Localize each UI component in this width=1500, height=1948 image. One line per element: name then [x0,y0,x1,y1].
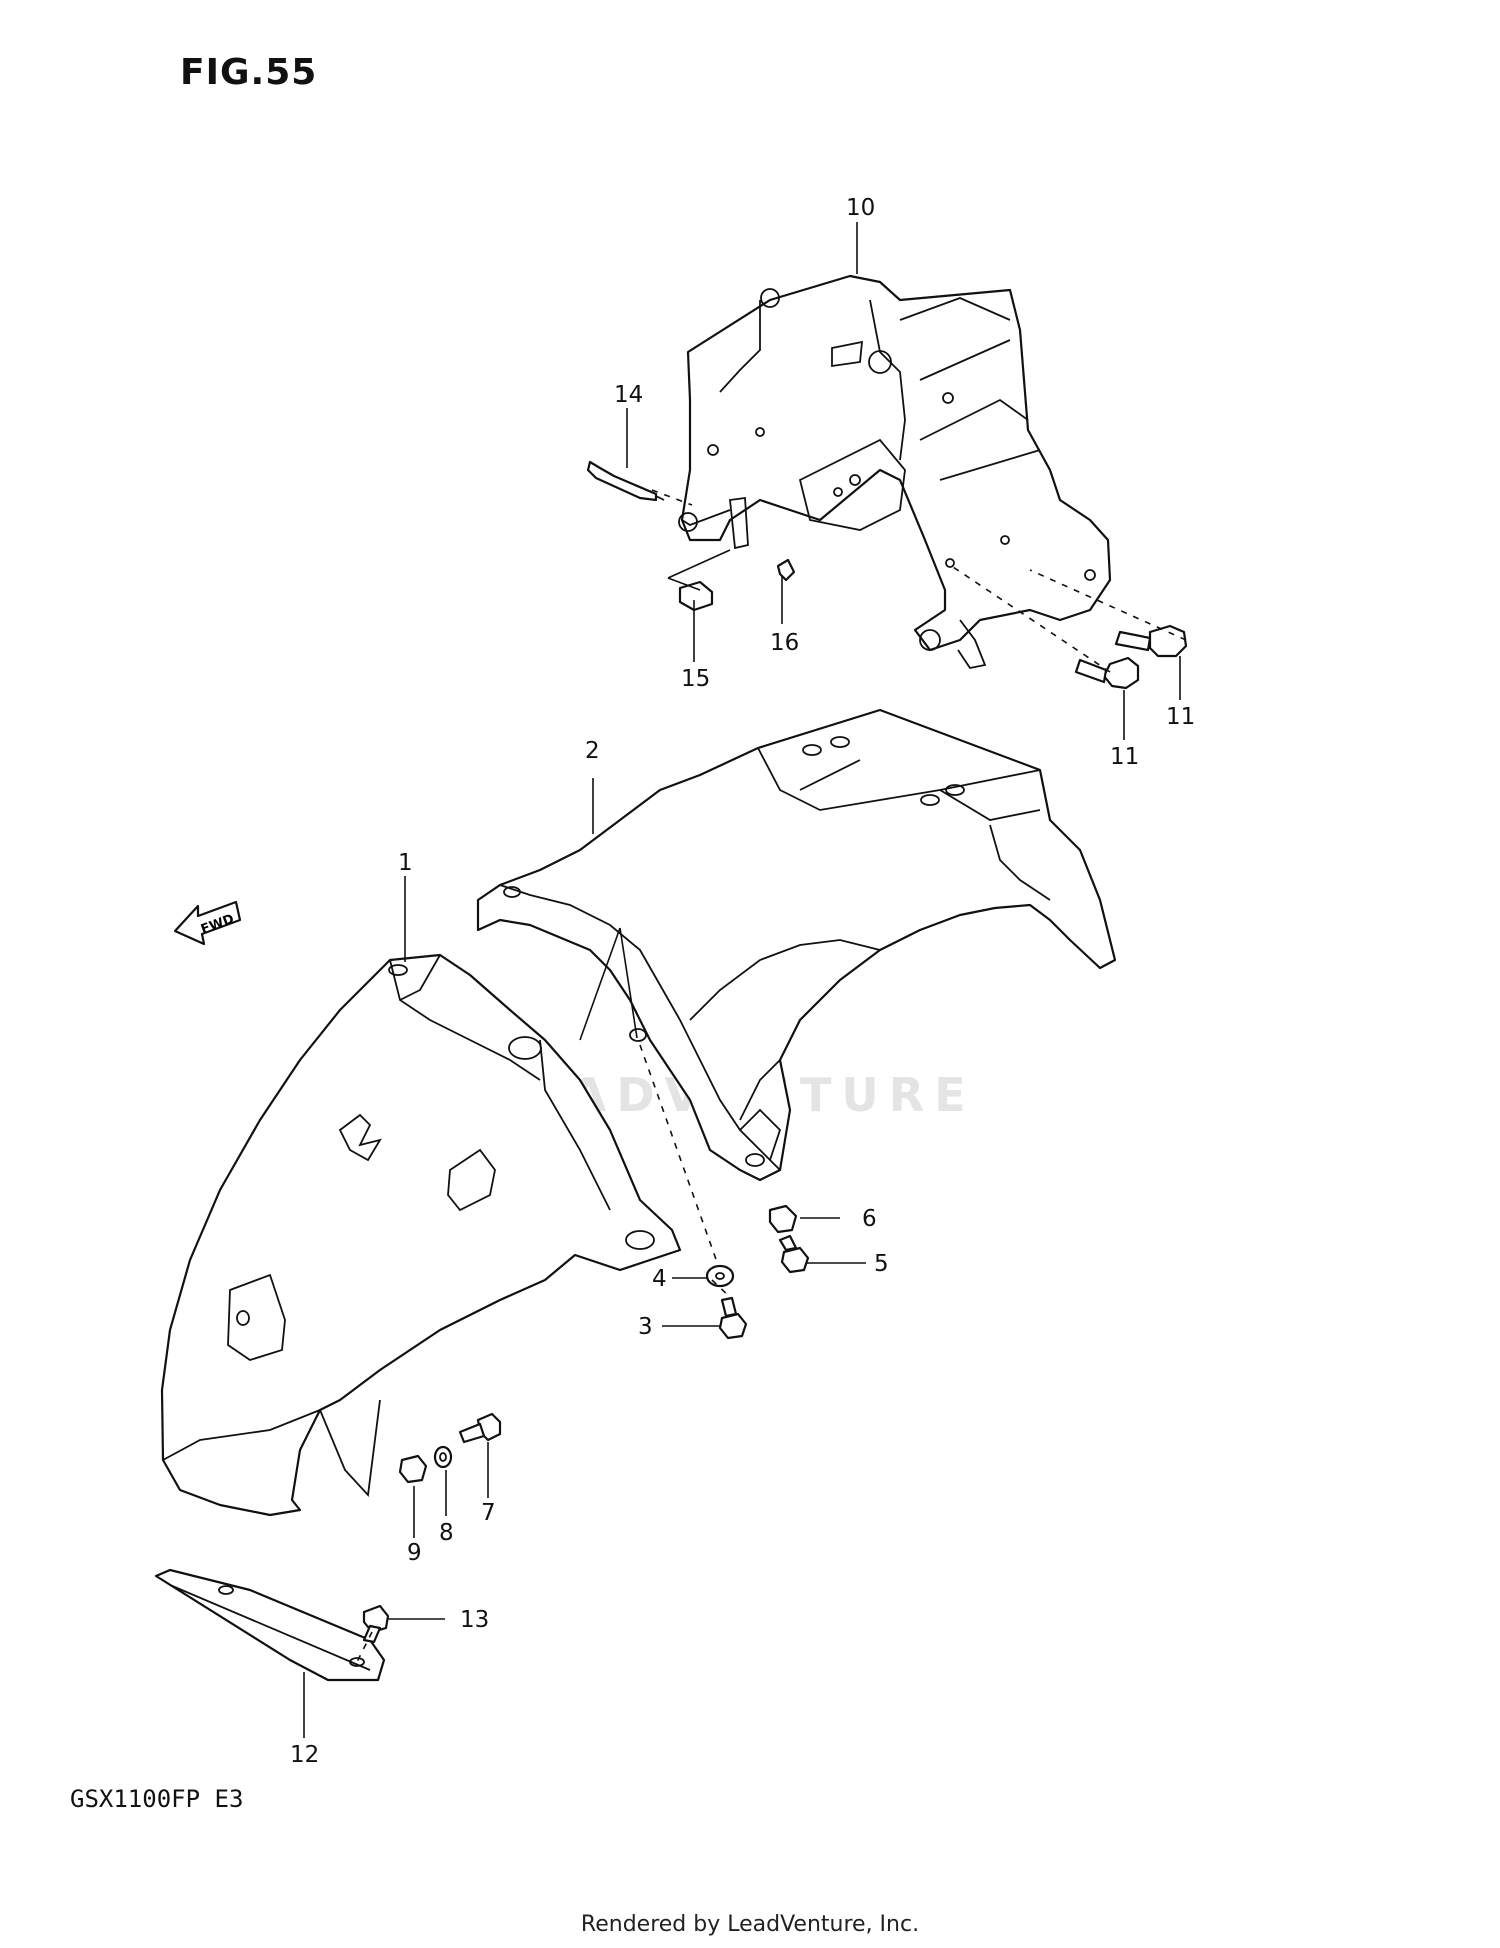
part-8-washer [433,1445,453,1469]
callout-3: 3 [638,1314,653,1340]
figure-title: FIG.55 [180,52,318,93]
callout-4: 4 [652,1266,667,1292]
callout-14: 14 [614,382,643,408]
part-10-bracket [678,274,1112,670]
callout-13: 13 [460,1607,489,1633]
part-11-bolt-b [1074,656,1140,690]
part-9-nut [398,1454,428,1484]
part-4-washer [705,1264,735,1288]
fwd-arrow-icon: FWD [173,900,242,946]
footer-credit: Rendered by LeadVenture, Inc. [580,1912,920,1937]
part-16-clip [776,558,796,582]
part-11-bolt-a [1114,624,1188,658]
part-2-rear-fender [476,708,1117,1182]
model-code: GSX1100FP E3 [70,1785,244,1813]
callout-15: 15 [681,666,710,692]
part-13-screw [362,1604,390,1644]
callout-2: 2 [585,738,600,764]
part-1-inner-fender [160,953,682,1517]
callout-8: 8 [439,1520,454,1546]
part-5-screw [778,1234,810,1274]
callout-12: 12 [290,1742,319,1768]
callout-10: 10 [846,195,875,221]
leader-lines [303,222,1187,1738]
callout-11-b: 11 [1110,744,1139,770]
part-15-cushion [678,580,714,612]
part-12-plate [154,1568,386,1682]
callout-16: 16 [770,630,799,656]
part-3-screw [718,1296,748,1340]
callout-11-a: 11 [1166,704,1195,730]
callouts: 10 14 15 16 11 11 2 1 6 5 4 3 7 8 9 13 1… [290,195,1195,1768]
callout-9: 9 [407,1540,422,1566]
part-14-pin [586,460,665,502]
callout-1: 1 [398,850,413,876]
part-7-bolt [458,1412,502,1444]
part-6-nut [768,1204,798,1234]
callout-5: 5 [874,1251,889,1277]
callout-7: 7 [481,1500,496,1526]
callout-6: 6 [862,1206,877,1232]
